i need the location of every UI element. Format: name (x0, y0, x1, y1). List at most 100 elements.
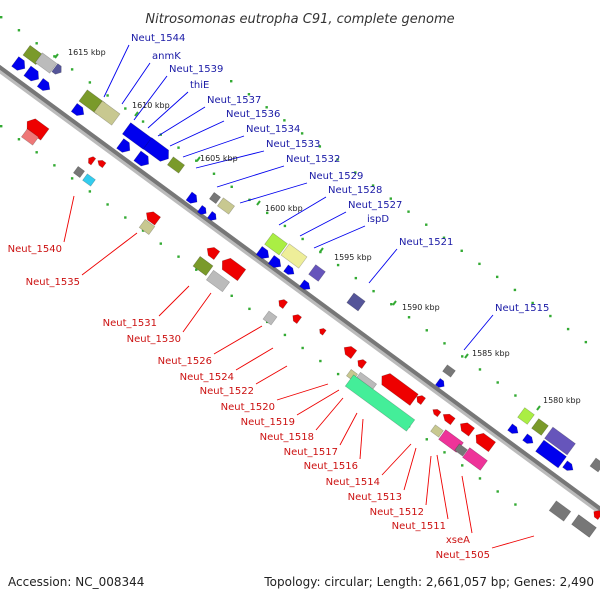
label-leader (213, 325, 263, 355)
tick-major (392, 300, 397, 306)
gene-label-reverse: Neut_1520 (221, 402, 275, 413)
label-leader (216, 165, 285, 188)
gene-feature (264, 232, 288, 256)
tick-mark (177, 146, 180, 149)
tick-mark (195, 268, 198, 271)
gene-feature (344, 374, 416, 432)
gene-features (11, 45, 600, 538)
label-leader (255, 365, 288, 385)
gene-feature (571, 514, 597, 538)
tick-mark (442, 236, 446, 239)
tick-mark (195, 159, 198, 162)
label-leader (133, 75, 168, 121)
label-leader (147, 91, 189, 129)
gene-feature (121, 122, 153, 150)
gene-feature (88, 156, 97, 166)
tick-mark (248, 307, 251, 311)
gene-label-forward: anmK (152, 51, 181, 62)
gene-label-reverse: Neut_1505 (436, 550, 490, 561)
gene-feature (308, 264, 326, 282)
backbone-line (0, 64, 600, 512)
gene-feature (475, 432, 497, 453)
tick-mark (336, 158, 339, 161)
label-leader (157, 106, 206, 137)
label-leader (195, 150, 265, 169)
gene-feature (280, 243, 308, 269)
label-leader (235, 347, 274, 371)
gene-label-reverse: Neut_1518 (260, 432, 314, 443)
scale-label: 1615 kbp (68, 48, 106, 57)
tick-mark (531, 301, 534, 305)
tick-mark (319, 359, 322, 363)
tick-mark (17, 29, 21, 32)
tick-mark (53, 55, 56, 58)
gene-feature (299, 279, 311, 290)
tick-mark (247, 93, 251, 96)
scale-label: 1605 kbp (200, 154, 238, 163)
tick-mark (106, 203, 109, 206)
tick-mark (0, 125, 3, 128)
tick-mark (336, 263, 340, 267)
gene-feature (442, 413, 456, 426)
tick-mark (478, 477, 482, 480)
tick-mark (88, 190, 92, 193)
gene-feature (454, 443, 468, 457)
gene-feature (535, 439, 567, 469)
gene-label-forward: Neut_1515 (495, 303, 549, 314)
tick-mark (425, 223, 428, 226)
gene-feature (221, 257, 247, 282)
scale-label: 1595 kbp (334, 253, 372, 262)
tick-mark (549, 314, 552, 318)
tick-mark (301, 346, 304, 350)
gene-label-reverse: Neut_1519 (241, 417, 295, 428)
tick-mark (566, 327, 570, 331)
gene-feature (208, 191, 222, 205)
tick-mark (283, 224, 287, 228)
tick-mark (390, 303, 393, 306)
gene-feature (460, 422, 476, 437)
gene-feature (278, 299, 289, 310)
genome-summary-text: Topology: circular; Length: 2,661,057 bp… (263, 575, 594, 589)
accession-text: Accession: NC_008344 (8, 575, 144, 589)
gene-feature (142, 137, 169, 162)
label-leader (103, 44, 130, 98)
gene-label-forward: ispD (367, 214, 389, 225)
tick-mark (283, 119, 286, 122)
tick-mark (513, 288, 517, 292)
gene-feature (205, 269, 231, 293)
gene-label-forward: Neut_1534 (246, 124, 300, 135)
scale-label: 1600 kbp (265, 204, 303, 213)
genome-backbone (0, 64, 600, 515)
scale-label: 1610 kbp (132, 101, 170, 110)
label-leader (182, 135, 245, 158)
tick-mark (265, 106, 268, 109)
tick-mark (230, 80, 233, 83)
gene-feature (216, 197, 236, 215)
gene-label-reverse: Neut_1530 (127, 334, 181, 345)
gene-feature (442, 364, 456, 378)
label-leader (381, 443, 412, 476)
tick-mark (371, 184, 375, 187)
gene-feature (522, 433, 534, 444)
label-leader (436, 454, 449, 520)
gene-feature (72, 165, 86, 179)
tick-major (536, 405, 541, 411)
tick-mark (354, 171, 357, 174)
label-leader (296, 389, 340, 416)
label-leader (63, 195, 75, 243)
tick-mark (407, 210, 410, 213)
tick-mark (584, 340, 588, 344)
label-leader (461, 475, 473, 534)
gene-feature (544, 426, 576, 456)
tick-mark (283, 333, 287, 337)
gene-label-forward: Neut_1532 (286, 154, 340, 165)
gene-feature (346, 292, 366, 312)
tick-mark (124, 216, 127, 219)
label-leader (368, 248, 398, 284)
gene-feature (517, 407, 535, 425)
tick-mark (177, 255, 180, 258)
tick-mark (407, 316, 411, 319)
tick-mark (478, 262, 481, 266)
tick-major (134, 111, 139, 117)
label-leader (81, 232, 138, 276)
